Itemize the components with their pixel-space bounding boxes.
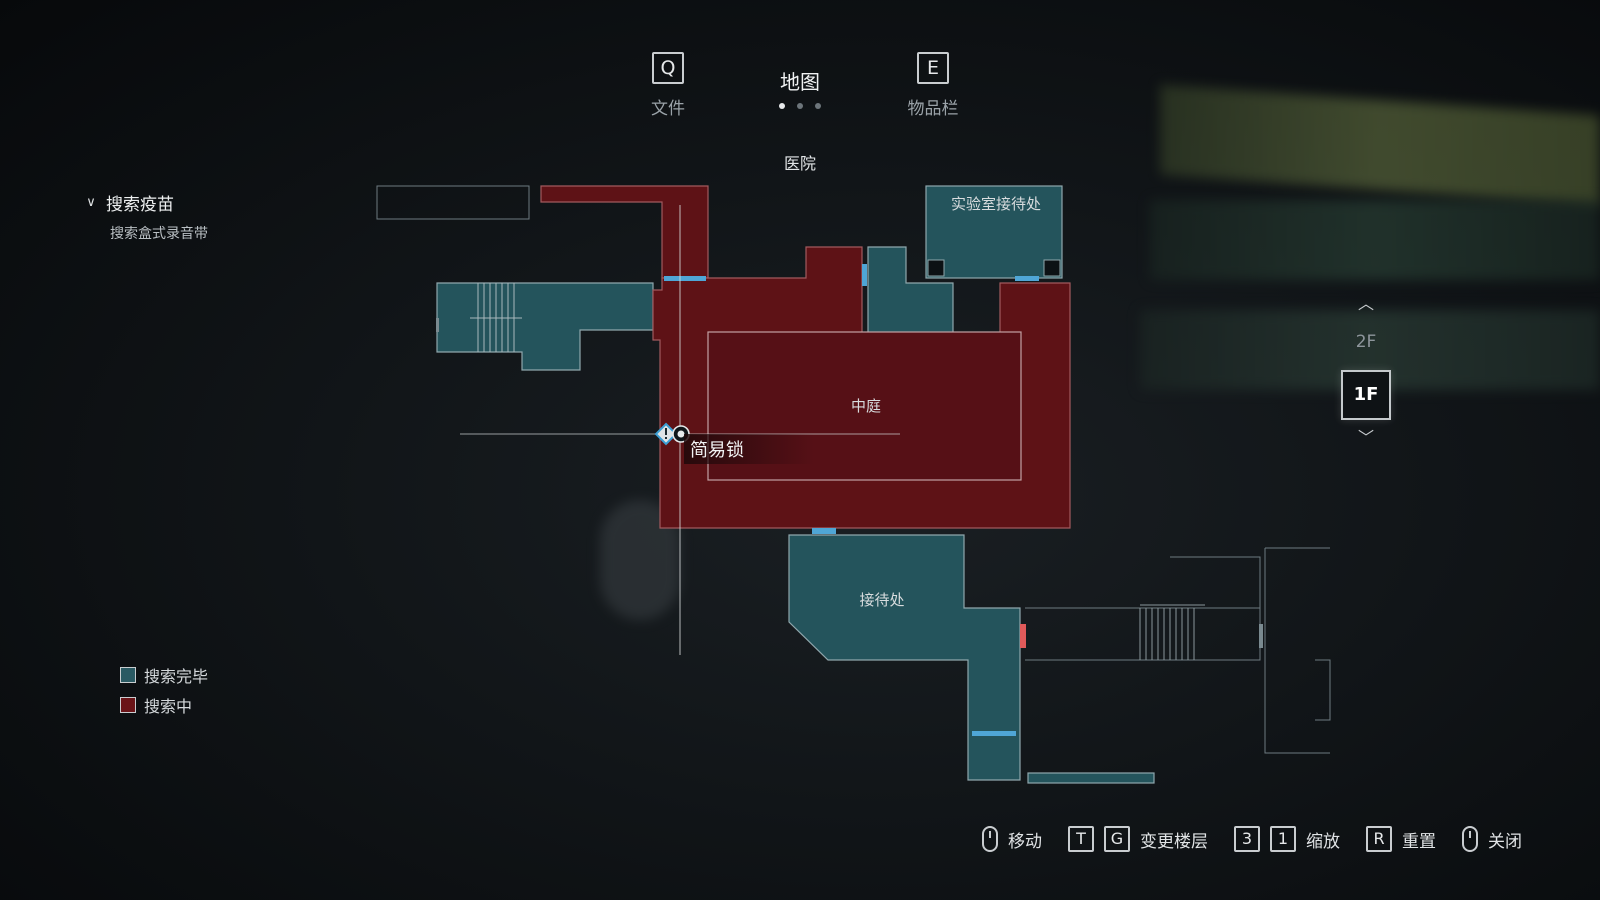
door-south xyxy=(972,731,1016,736)
legend-swatch-explored xyxy=(120,667,136,683)
explored-rooms xyxy=(436,185,1155,784)
control-zoom-label: 缩放 xyxy=(1306,831,1340,852)
control-floor-label: 变更楼层 xyxy=(1140,831,1208,852)
mouse-icon xyxy=(1462,826,1478,852)
1-key-icon: 1 xyxy=(1270,826,1296,852)
floor-1f-button[interactable]: 1F xyxy=(1341,370,1391,420)
tab-files-label: 文件 xyxy=(651,99,685,119)
tab-inventory[interactable]: E 物品栏 xyxy=(893,52,973,119)
room-label-lab-reception: 实验室接待处 xyxy=(951,195,1041,213)
east-stairs xyxy=(1139,604,1205,660)
lab-pillars xyxy=(927,259,1061,277)
g-key-icon: G xyxy=(1104,826,1130,852)
legend-label: 搜索中 xyxy=(144,697,193,716)
door-lab xyxy=(1015,276,1039,281)
door-east-end xyxy=(1259,624,1263,648)
objective-panel[interactable]: ∨ 搜索疫苗 搜索盒式录音带 xyxy=(84,190,208,243)
room-label-reception: 接待处 xyxy=(859,591,904,609)
r-key-icon: R xyxy=(1366,826,1392,852)
tab-inventory-label: 物品栏 xyxy=(907,99,959,119)
room-label-courtyard: 中庭 xyxy=(851,397,881,415)
area-title: 医院 xyxy=(783,154,816,173)
door-north-corridor xyxy=(862,264,867,286)
map-legend: 搜索完毕 搜索中 xyxy=(120,660,208,720)
door-west-stairs xyxy=(436,318,439,332)
chevron-down-icon: ∨ xyxy=(86,195,96,210)
tab-map-label: 地图 xyxy=(780,70,820,94)
control-move-label: 移动 xyxy=(1008,831,1042,852)
locked-door xyxy=(1020,624,1026,648)
tab-files[interactable]: Q 文件 xyxy=(633,52,703,119)
door-reception xyxy=(812,528,836,534)
chevron-up-icon[interactable]: ︿ xyxy=(1357,294,1374,313)
t-key-icon: T xyxy=(1068,826,1094,852)
room-north-west xyxy=(540,185,709,279)
objective-subtitle: 搜索盒式录音带 xyxy=(110,226,208,242)
3-key-icon: 3 xyxy=(1234,826,1260,852)
control-reset-label: 重置 xyxy=(1402,831,1436,852)
west-stairs xyxy=(470,283,522,352)
tab-map[interactable]: 地图 xyxy=(742,66,858,109)
door-north-west xyxy=(664,276,706,281)
legend-swatch-exploring xyxy=(120,697,136,713)
chevron-down-icon[interactable]: ﹀ xyxy=(1357,428,1374,447)
legend-label: 搜索完毕 xyxy=(144,667,209,686)
page-dot xyxy=(797,103,803,109)
floor-2f-button[interactable]: 2F xyxy=(1355,332,1377,352)
lock-marker-label: 简易锁 xyxy=(684,434,814,464)
room-west-stairs xyxy=(436,282,654,371)
page-dot xyxy=(815,103,821,109)
floor-selector: ︿ 2F 1F ﹀ xyxy=(1341,296,1391,450)
legend-item-explored: 搜索完毕 xyxy=(120,660,208,690)
room-reception xyxy=(788,534,1021,781)
page-indicator xyxy=(742,103,858,109)
doors xyxy=(436,264,1263,736)
q-key-icon: Q xyxy=(652,52,684,84)
e-key-icon: E xyxy=(917,52,949,84)
room-lab-reception xyxy=(925,185,1063,279)
controls-hint-bar: 移动 T G 变更楼层 3 1 缩放 R 重置 关闭 xyxy=(982,826,1522,852)
objective-title: 搜索疫苗 xyxy=(106,195,174,215)
room-south-corridor xyxy=(1027,772,1155,784)
lock-marker[interactable] xyxy=(654,422,678,446)
mouse-icon xyxy=(982,826,998,852)
background-blur xyxy=(1150,200,1600,280)
legend-item-exploring: 搜索中 xyxy=(120,690,208,720)
control-close-label: 关闭 xyxy=(1488,831,1522,852)
page-dot-active xyxy=(779,103,785,109)
